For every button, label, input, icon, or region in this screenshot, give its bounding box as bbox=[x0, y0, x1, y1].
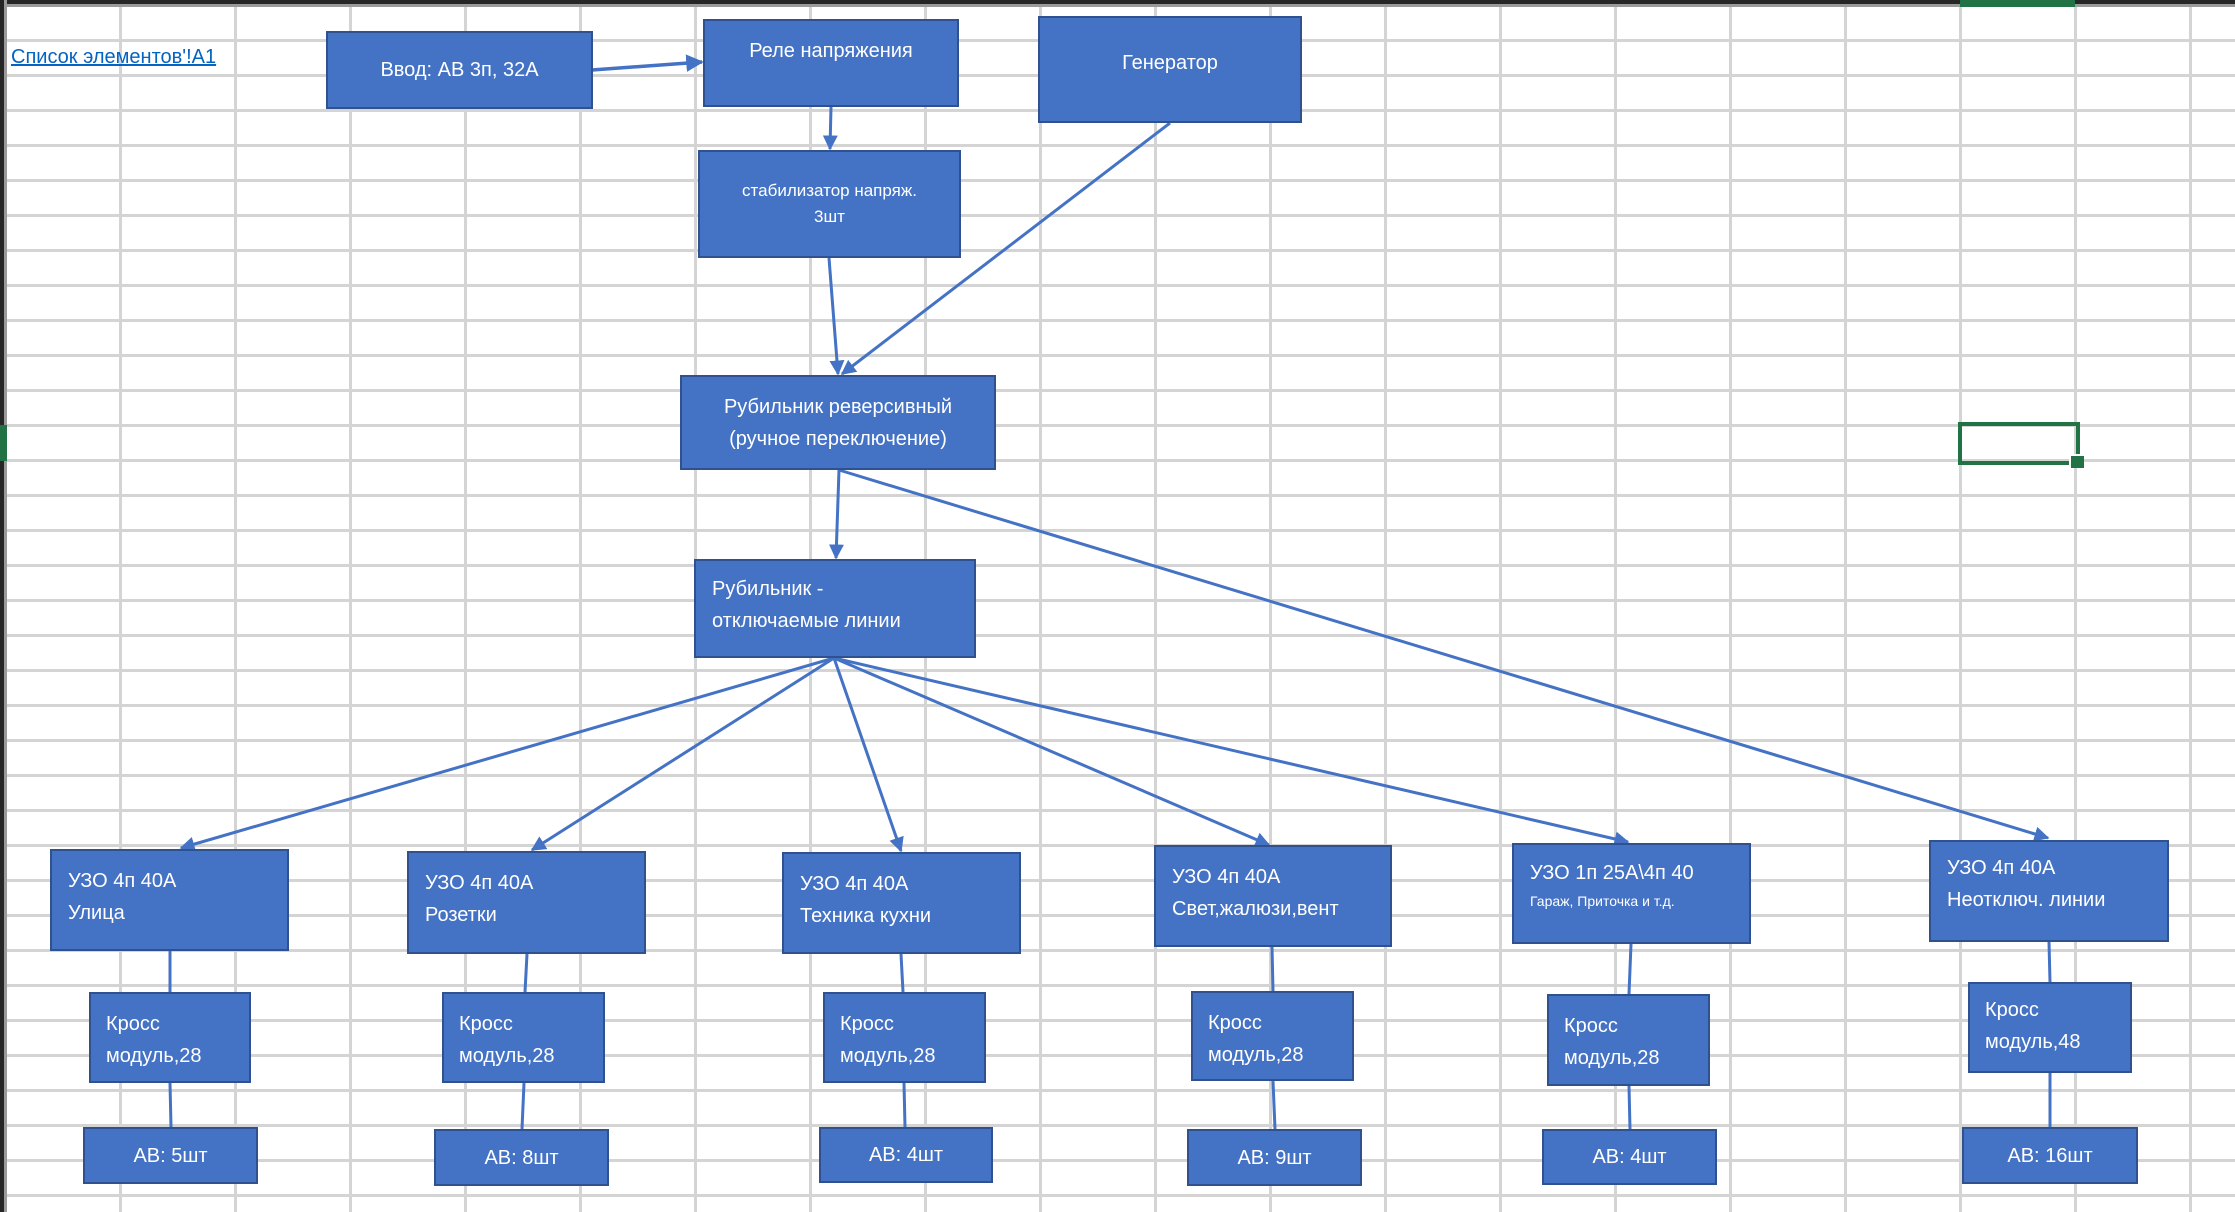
node-stabilizer[interactable]: стабилизатор напряж. 3шт bbox=[698, 150, 961, 258]
branch-3-breakers[interactable]: АВ: 4шт bbox=[819, 1127, 993, 1183]
branch-4-breakers[interactable]: АВ: 9шт bbox=[1187, 1129, 1362, 1186]
node-switchable-switch-line-2: отключаемые линии bbox=[712, 610, 901, 632]
connector-switchable-to-branch-5 bbox=[833, 656, 1630, 847]
branch-5-rcd-line-2: Гараж, Приточка и т.д. bbox=[1530, 893, 1675, 909]
connector-branch-3-rcd-cross bbox=[899, 953, 905, 993]
node-voltage-relay[interactable]: Реле напряжения bbox=[703, 19, 959, 107]
connector-branch-5-cross-ab bbox=[1627, 1085, 1632, 1130]
branch-6-breakers-label: АВ: 16шт bbox=[2007, 1144, 2093, 1167]
column-header-border bbox=[0, 4, 2235, 7]
branch-5-breakers-label: АВ: 4шт bbox=[1592, 1146, 1667, 1168]
column-header-strip bbox=[0, 0, 2235, 4]
connector-branch-3-cross-ab bbox=[902, 1082, 907, 1128]
branch-3-rcd[interactable]: УЗО 4п 40А Техника кухни bbox=[782, 852, 1021, 954]
connector-input-to-relay bbox=[591, 54, 704, 72]
branch-4-cross-line-2: модуль,28 bbox=[1208, 1044, 1304, 1066]
branch-1-rcd-line-1: УЗО 4п 40А bbox=[68, 870, 177, 892]
branch-4-breakers-label: АВ: 9шт bbox=[1237, 1146, 1312, 1169]
branch-6-rcd[interactable]: УЗО 4п 40А Неотключ. линии bbox=[1929, 840, 2169, 942]
fill-handle[interactable] bbox=[2069, 454, 2084, 468]
connector-branch-4-rcd-cross bbox=[1270, 946, 1275, 992]
connector-relay-to-stabilizer bbox=[822, 106, 838, 151]
branch-2-breakers-label: АВ: 8шт bbox=[484, 1146, 559, 1169]
node-stabilizer-line-1: стабилизатор напряж. bbox=[742, 181, 917, 200]
branch-5-cross-line-2: модуль,28 bbox=[1564, 1047, 1660, 1069]
branch-5-rcd-line-1: УЗО 1п 25А\4п 40 bbox=[1530, 862, 1694, 884]
branch-6-cross-module[interactable]: Кросс модуль,48 bbox=[1968, 982, 2132, 1073]
connector-branch-6-rcd-cross bbox=[2047, 941, 2052, 983]
connector-branch-2-cross-ab bbox=[520, 1082, 526, 1130]
branch-6-breakers[interactable]: АВ: 16шт bbox=[1962, 1127, 2138, 1184]
branch-1-rcd[interactable]: УЗО 4п 40А Улица bbox=[50, 849, 289, 951]
node-generator[interactable]: Генератор bbox=[1038, 16, 1302, 123]
branch-2-cross-line-1: Кросс bbox=[459, 1013, 513, 1035]
branch-1-cross-line-2: модуль,28 bbox=[106, 1045, 202, 1067]
branch-2-rcd[interactable]: УЗО 4п 40А Розетки bbox=[407, 851, 646, 954]
branch-3-breakers-label: АВ: 4шт bbox=[868, 1144, 944, 1166]
branch-2-breakers[interactable]: АВ: 8шт bbox=[434, 1129, 609, 1186]
branch-1-cross-line-1: Кросс bbox=[106, 1013, 160, 1035]
branch-1-breakers-label: АВ: 5шт bbox=[133, 1144, 208, 1167]
node-generator-label: Генератор bbox=[1122, 51, 1218, 74]
branch-4-cross-line-1: Кросс bbox=[1208, 1012, 1262, 1034]
branch-2-cross-line-2: модуль,28 bbox=[459, 1045, 555, 1067]
branch-1-rcd-line-2: Улица bbox=[68, 902, 125, 924]
branch-1-cross-module[interactable]: Кросс модуль,28 bbox=[89, 992, 251, 1083]
connector-switchable-to-branch-1 bbox=[179, 656, 835, 852]
connector-generator-to-reversing bbox=[840, 121, 1171, 376]
branch-2-rcd-line-1: УЗО 4п 40А bbox=[425, 872, 534, 894]
branch-4-rcd-line-1: УЗО 4п 40А bbox=[1172, 866, 1281, 888]
connector-reversing-to-branch-6 bbox=[838, 468, 2050, 842]
node-reversing-switch-line-2: (ручное переключение) bbox=[729, 427, 947, 450]
branch-2-cross-module[interactable]: Кросс модуль,28 bbox=[442, 992, 605, 1083]
node-reversing-switch-line-1: Рубильник реверсивный bbox=[723, 395, 953, 418]
node-stabilizer-line-2: 3шт bbox=[814, 207, 845, 226]
node-switchable-switch-line-1: Рубильник - bbox=[712, 578, 824, 600]
hyperlink-element-list[interactable]: Список элементов'!A1 bbox=[11, 46, 217, 68]
row-header-strip bbox=[0, 0, 4, 1212]
branch-3-rcd-line-2: Техника кухни bbox=[800, 905, 932, 927]
branch-5-breakers[interactable]: АВ: 4шт bbox=[1542, 1129, 1717, 1185]
branch-3-cross-line-1: Кросс bbox=[840, 1013, 894, 1035]
branch-5-rcd[interactable]: УЗО 1п 25А\4п 40 Гараж, Приточка и т.д. bbox=[1512, 843, 1751, 944]
branch-3-rcd-line-1: УЗО 4п 40А bbox=[800, 873, 909, 895]
branch-5-cross-module[interactable]: Кросс модуль,28 bbox=[1547, 994, 1710, 1086]
branch-5-cross-line-1: Кросс bbox=[1564, 1015, 1618, 1037]
branch-6-rcd-line-2: Неотключ. линии bbox=[1947, 889, 2106, 911]
branch-4-cross-module[interactable]: Кросс модуль,28 bbox=[1191, 991, 1354, 1081]
connector-branch-2-rcd-cross bbox=[523, 953, 529, 993]
connector-branch-4-cross-ab bbox=[1271, 1080, 1277, 1130]
branch-2-rcd-line-2: Розетки bbox=[425, 904, 497, 926]
connector-branch-1-cross-ab bbox=[168, 1082, 173, 1128]
branch-3-cross-line-2: модуль,28 bbox=[840, 1045, 936, 1067]
connector-switchable-to-branch-4 bbox=[833, 656, 1271, 847]
selected-row-header[interactable] bbox=[0, 425, 7, 461]
connector-switchable-to-branch-2 bbox=[530, 656, 835, 852]
connector-branch-5-rcd-cross bbox=[1627, 943, 1633, 995]
node-voltage-relay-label: Реле напряжения bbox=[749, 40, 913, 62]
connector-stabilizer-to-reversing bbox=[827, 257, 845, 376]
connector-reversing-to-switchable bbox=[828, 469, 844, 560]
node-switchable-switch[interactable]: Рубильник - отключаемые линии bbox=[694, 559, 976, 658]
row-header-border bbox=[4, 0, 7, 1212]
branch-3-cross-module[interactable]: Кросс модуль,28 bbox=[823, 992, 986, 1083]
branch-6-cross-line-2: модуль,48 bbox=[1985, 1031, 2081, 1053]
branch-4-rcd[interactable]: УЗО 4п 40А Свет,жалюзи,вент bbox=[1154, 845, 1392, 947]
selected-cell[interactable] bbox=[1958, 422, 2080, 465]
node-input-label: Ввод: АВ 3п, 32А bbox=[380, 59, 539, 81]
node-reversing-switch[interactable]: Рубильник реверсивный (ручное переключен… bbox=[680, 375, 996, 470]
branch-6-rcd-line-1: УЗО 4п 40А bbox=[1947, 857, 2056, 879]
branch-4-rcd-line-2: Свет,жалюзи,вент bbox=[1172, 898, 1339, 920]
connector-switchable-to-branch-3 bbox=[832, 657, 904, 853]
branch-1-breakers[interactable]: АВ: 5шт bbox=[83, 1127, 258, 1184]
node-input[interactable]: Ввод: АВ 3п, 32А bbox=[326, 31, 593, 109]
branch-6-cross-line-1: Кросс bbox=[1985, 999, 2039, 1021]
selected-column-header[interactable] bbox=[1960, 0, 2075, 7]
